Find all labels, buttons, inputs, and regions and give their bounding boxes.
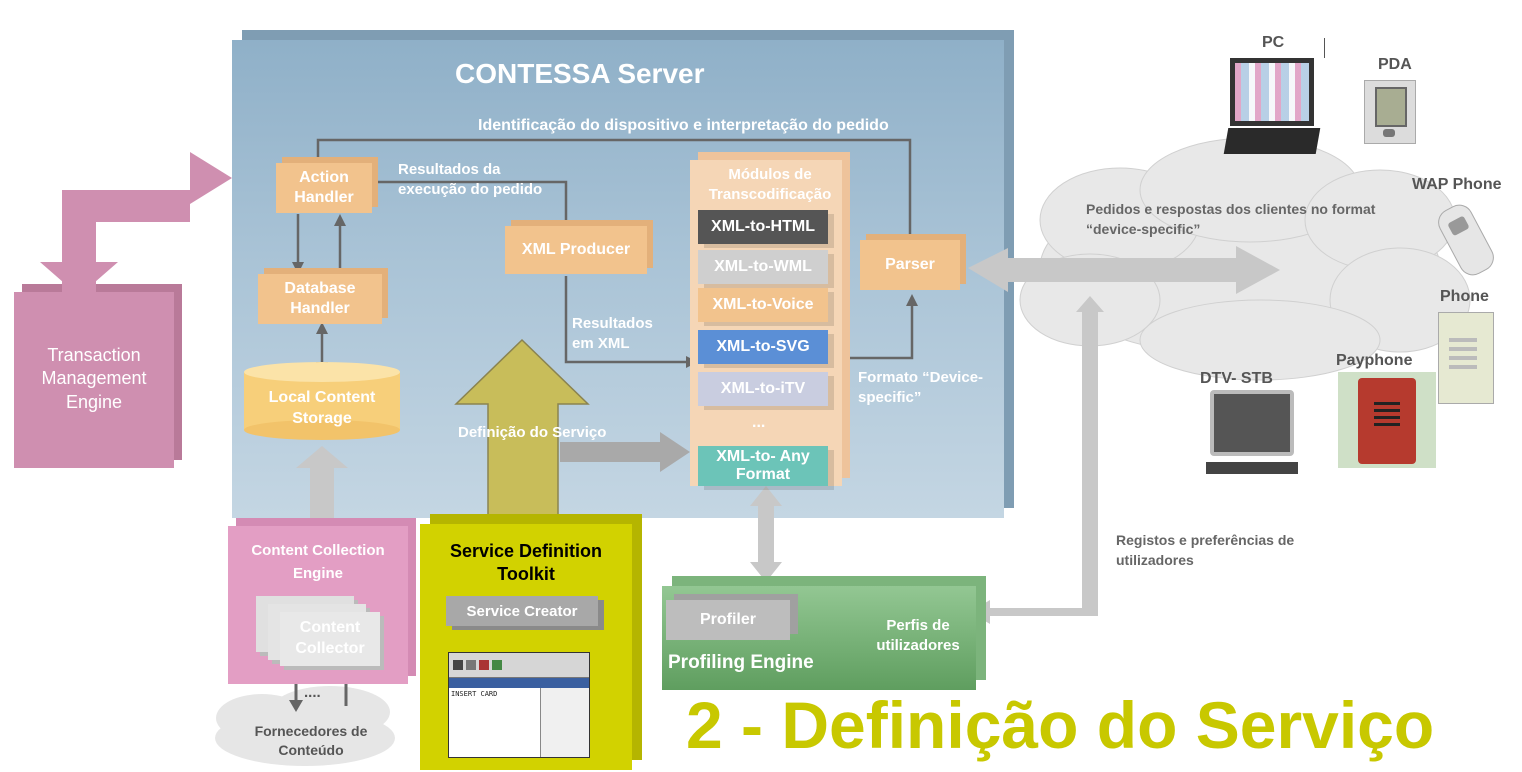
pc-keyboard [1223,128,1321,154]
transaction-engine-box [14,292,174,468]
registos-arrow [970,296,1104,624]
pc-divider [1324,38,1325,58]
registos-label: Registos e preferências de utilizadores [1116,532,1295,569]
pda-button [1383,129,1395,137]
pc-screen [1230,58,1314,126]
payphone-keys [1374,400,1400,426]
device-label-pc: PC [1262,34,1285,51]
transactions-arrow-head-down [40,262,118,296]
toolbar-icon-2 [466,660,476,670]
service-creator-box: Service Creator [446,596,598,626]
device-label-wap: WAP Phone [1412,176,1502,193]
module-xml-to-html: XML-to-HTML [698,210,828,244]
module-xml-to-itv: XML-to-iTV [698,372,828,406]
pc-icon [1223,58,1321,158]
device-label-payphone: Payphone [1336,352,1413,369]
results-xml-label: Resultados em XML [572,315,653,352]
module-xml-to-voice: XML-to-Voice [698,288,828,322]
toolbar-icon-4 [492,660,502,670]
screenshot-canvas: INSERT CARD [449,688,540,757]
parser-box: Parser [860,240,960,290]
modules-profiling-arrow [750,486,782,582]
providers-dots: .... [304,684,321,701]
device-label-dtv: DTV- STB [1200,370,1273,387]
format-label: Formato “Device-specific” [858,369,984,406]
modules-title: Módulos de Transcodificação [708,166,832,203]
local-storage-cylinder [244,362,400,440]
screenshot-toolbar [449,653,589,678]
transactions-label: Transacções [86,166,189,186]
dtv-screen [1210,390,1294,456]
providers-label: Fornecedores de Conteúdo [254,723,368,758]
payphone-icon [1338,372,1436,468]
content-collector-box: Content Collector [280,612,380,666]
local-storage-label: Local Content Storage [268,389,376,427]
toolkit-title: Service Definition Toolkit [449,541,603,585]
transaction-engine-label: Transaction Management Engine [41,345,147,412]
providers-cloud [215,686,395,766]
server-title: CONTESSA Server [455,58,705,89]
device-label-phone: Phone [1440,288,1489,305]
server-subtitle: Identificação do dispositivo e interpret… [478,117,889,134]
pc-screen-content [1235,63,1309,121]
service-definition-label: Definição do Serviço [458,424,607,441]
collection-arrow [296,446,348,525]
dtv-stb [1206,462,1298,474]
screenshot-iconbar [449,678,589,688]
screenshot-caption: INSERT CARD [451,690,498,698]
device-label-pda: PDA [1378,56,1412,73]
screenshot-tree [540,688,589,757]
content-collection-title: Content Collection Engine [251,542,385,582]
toolbar-icon-1 [453,660,463,670]
service-creator-screenshot: INSERT CARD [448,652,590,758]
profiler-box: Profiler [666,600,790,640]
wap-phone-screen [1447,215,1470,237]
xml-producer-box: XML Producer [505,226,647,274]
module-xml-to-any: XML-to- Any Format [698,446,828,486]
results-execution-label: Resultados da execução do pedido [398,161,543,198]
profiling-engine-title: Profiling Engine [668,652,814,673]
transactions-arrow [62,152,232,292]
phone-icon [1438,312,1494,404]
module-xml-to-svg: XML-to-SVG [698,330,828,364]
action-handler-box: Action Handler [276,163,372,213]
profiles-label: Perfis de utilizadores [876,617,960,654]
parser-cloud-arrow [968,246,1280,294]
database-handler-box: Database Handler [258,274,382,324]
toolbar-icon-3 [479,660,489,670]
definition-arrow [560,432,690,472]
pda-icon [1364,80,1416,144]
screenshot-body: INSERT CARD [449,688,589,757]
payphone-body [1358,378,1416,464]
toolkit-up-arrow [454,338,590,529]
page-title: 2 - Definição do Serviço [686,688,1435,762]
phone-keypad [1449,333,1477,369]
pda-screen [1375,87,1407,127]
dtv-icon [1206,390,1298,480]
modules-ellipsis: ... [752,414,766,431]
modules-panel [690,160,842,486]
module-xml-to-wml: XML-to-WML [698,250,828,284]
cloud-text: Pedidos e respostas dos clientes no form… [1086,201,1376,237]
